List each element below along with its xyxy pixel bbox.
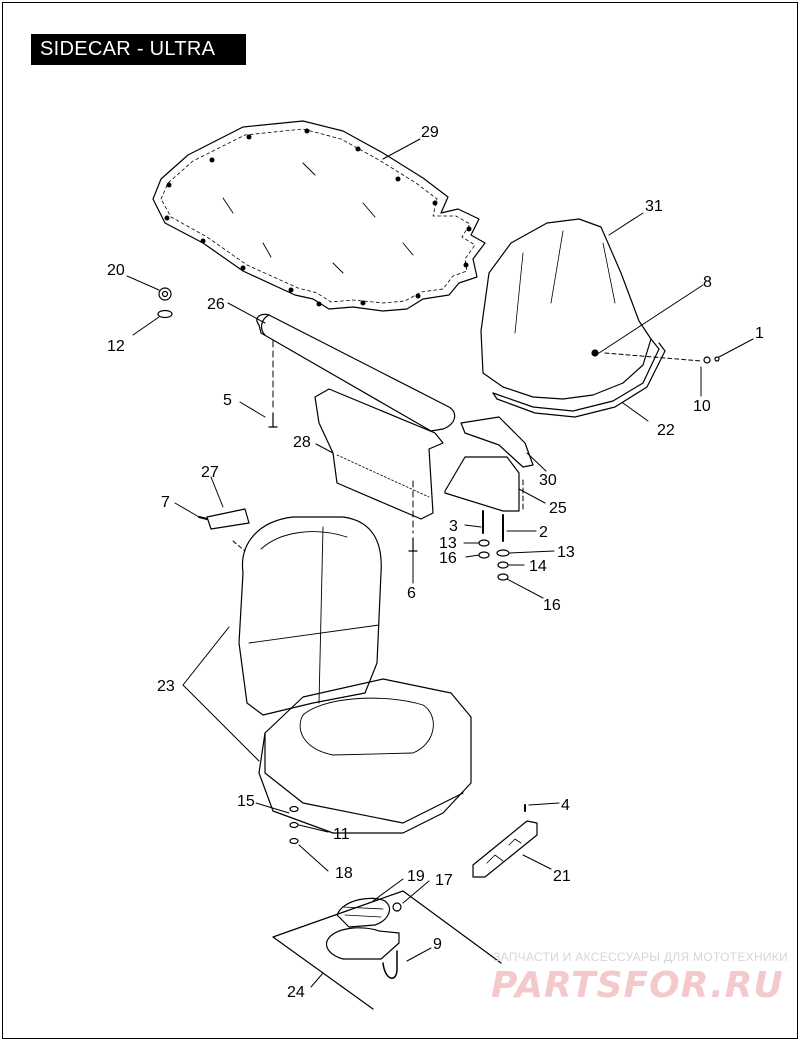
callout-6: 6 <box>407 585 416 602</box>
callout-14: 14 <box>529 558 547 575</box>
callout-5: 5 <box>223 392 232 409</box>
callout-28: 28 <box>293 434 311 451</box>
hardware-fasteners <box>157 287 720 912</box>
callout-3: 3 <box>449 518 458 535</box>
page-title: SIDECAR - ULTRA <box>31 34 246 65</box>
callout-12: 12 <box>107 338 125 355</box>
tonneau-cover <box>152 120 486 312</box>
footrest <box>272 890 502 1010</box>
callout-labels: 29 31 20 12 26 8 1 10 22 5 28 30 27 7 25… <box>107 124 764 1001</box>
callout-8: 8 <box>703 274 712 291</box>
seat <box>238 516 472 834</box>
callout-25: 25 <box>549 500 567 517</box>
callout-17: 17 <box>435 872 453 889</box>
callout-29: 29 <box>421 124 439 141</box>
callout-9: 9 <box>433 936 442 953</box>
floor-pad <box>472 820 538 878</box>
windshield <box>480 218 666 418</box>
watermark-logo: PARTSFOR.RU <box>491 965 784 1006</box>
callout-19: 19 <box>407 868 425 885</box>
callout-10: 10 <box>693 398 711 415</box>
callout-16-left: 16 <box>439 550 457 567</box>
callout-27: 27 <box>201 464 219 481</box>
backrest-panel <box>314 388 444 520</box>
callout-13-right: 13 <box>557 544 575 561</box>
callout-30: 30 <box>539 472 557 489</box>
watermark: ЗАПЧАСТИ И АКСЕССУАРЫ ДЛЯ МОТОТЕХНИКИ PA… <box>491 950 788 1006</box>
callout-7: 7 <box>161 494 170 511</box>
callout-20: 20 <box>107 262 125 279</box>
callout-15: 15 <box>237 793 255 810</box>
callout-16-right: 16 <box>543 597 561 614</box>
leader-lines <box>126 138 754 988</box>
callout-24: 24 <box>287 984 305 1001</box>
callout-21: 21 <box>553 868 571 885</box>
exploded-view-diagram: 29 31 20 12 26 8 1 10 22 5 28 30 27 7 25… <box>107 120 788 1010</box>
callout-31: 31 <box>645 198 663 215</box>
bolster-pad <box>256 313 456 432</box>
callout-18: 18 <box>335 865 353 882</box>
callout-26: 26 <box>207 296 225 313</box>
callout-11: 11 <box>333 826 350 843</box>
windshield-bracket <box>444 416 534 512</box>
callout-4: 4 <box>561 797 570 814</box>
callout-23: 23 <box>157 678 175 695</box>
callout-1: 1 <box>755 325 764 342</box>
callout-13-left: 13 <box>439 535 457 552</box>
callout-2: 2 <box>539 524 548 541</box>
watermark-caption: ЗАПЧАСТИ И АКСЕССУАРЫ ДЛЯ МОТОТЕХНИКИ <box>493 950 788 964</box>
callout-22: 22 <box>657 422 675 439</box>
